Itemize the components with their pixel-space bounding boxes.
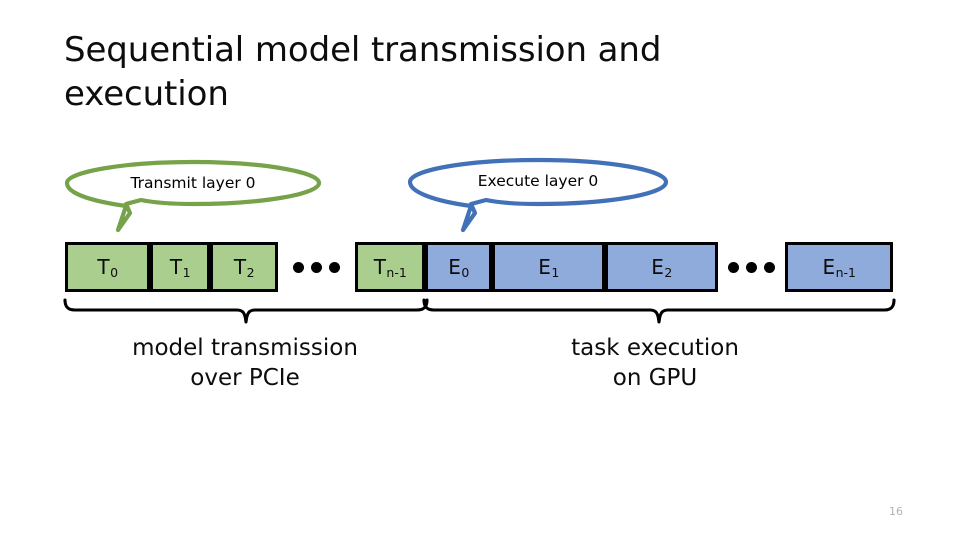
callout-bubble-shape-green (64, 159, 322, 233)
caption-transmission-line2: over PCIe (190, 365, 300, 392)
caption-execution-line1: task execution (571, 335, 739, 361)
page-number: 16 (889, 505, 903, 518)
ellipsis-execute (718, 242, 785, 292)
caption-execution-line2: on GPU (612, 365, 698, 392)
ellipsis-transmit (278, 242, 355, 292)
caption-transmission-line1: model transmission (132, 335, 358, 361)
page-title: Sequential model transmission and execut… (64, 30, 662, 115)
brace-model-transmission (62, 298, 430, 328)
callout-bubble-shape-blue (407, 157, 669, 233)
callout-transmit-layer-0[interactable]: Transmit layer 0 (64, 159, 322, 233)
caption-task-execution: task execution on GPU (475, 333, 835, 394)
callout-transmit-label: Transmit layer 0 (130, 173, 256, 192)
callout-execute-label: Execute layer 0 (477, 171, 599, 190)
callout-execute-layer-0[interactable]: Execute layer 0 (407, 157, 669, 233)
brace-task-execution (421, 298, 897, 328)
caption-model-transmission: model transmission over PCIe (85, 333, 405, 394)
